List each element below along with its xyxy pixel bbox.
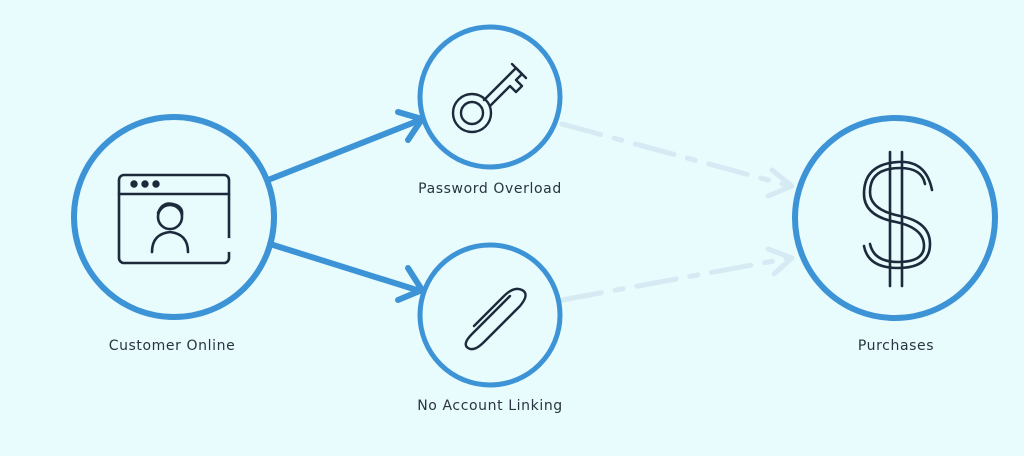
- browser-user-icon: [117, 173, 231, 265]
- node-circle: [417, 24, 563, 170]
- node-circle: [71, 114, 277, 320]
- node-password-overload: [417, 24, 563, 170]
- arrow-linking-to-purchases: [559, 246, 795, 303]
- node-customer-online: [71, 114, 277, 320]
- key-icon: [451, 62, 528, 134]
- node-no-account-linking: [417, 242, 563, 388]
- node-purchases: [792, 115, 998, 321]
- arrow-customer-to-linking: [267, 241, 425, 303]
- node-circle: [417, 242, 563, 388]
- paperclip-icon: [464, 287, 527, 351]
- dollar-icon: [862, 150, 934, 288]
- arrow-password-to-purchases: [559, 121, 795, 199]
- label-no-account-linking: No Account Linking: [417, 398, 563, 414]
- label-password-overload: Password Overload: [418, 181, 562, 197]
- node-circle: [792, 115, 998, 321]
- label-customer-online: Customer Online: [108, 338, 236, 354]
- label-purchases: Purchases: [857, 338, 935, 354]
- arrow-customer-to-password: [265, 109, 425, 183]
